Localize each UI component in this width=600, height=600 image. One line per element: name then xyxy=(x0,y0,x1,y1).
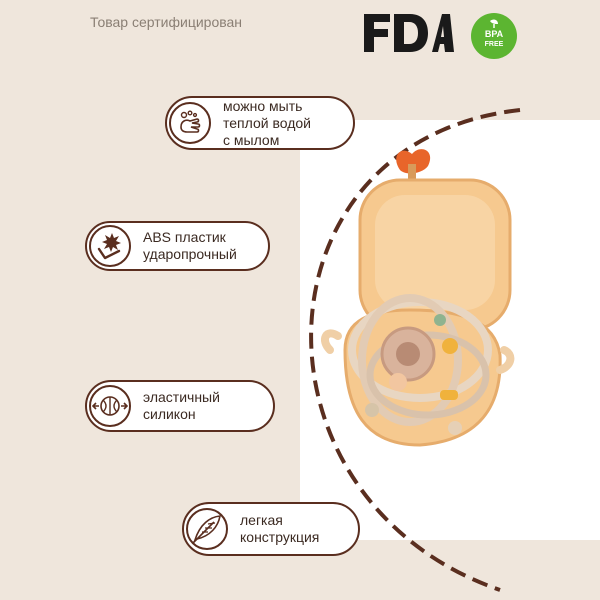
bpa-badge-circle-icon xyxy=(471,13,517,59)
certified-text: Товар сертифицирован xyxy=(90,14,243,30)
bpa-free-badge: BPA FREE xyxy=(470,12,518,60)
feature-washable-line2: теплой водой xyxy=(223,114,311,131)
feature-light-line2: конструкция xyxy=(240,529,320,545)
washing-hands-icon xyxy=(169,102,211,144)
feature-washable-line3: с мылом xyxy=(223,131,280,148)
feature-abs-line1: ABS пластик xyxy=(143,229,226,245)
teether-case-image xyxy=(320,149,515,447)
feature-elastic-line2: силикон xyxy=(143,406,196,422)
stretch-ball-icon xyxy=(89,385,131,427)
feature-light-line1: легкая xyxy=(240,512,283,528)
feature-abs-plastic: ABS пластик ударопрочный xyxy=(85,221,270,271)
bpa-badge-line1: BPA xyxy=(484,29,504,39)
feature-lightweight: легкая конструкция xyxy=(182,502,360,556)
feather-icon xyxy=(186,508,228,550)
feature-washable-line1: можно мыть xyxy=(223,97,303,114)
feature-elastic-line1: эластичный xyxy=(143,389,220,405)
feature-elastic-silicone: эластичный силикон xyxy=(85,380,275,432)
bpa-badge-line2: FREE xyxy=(484,41,504,48)
fda-logo xyxy=(364,14,454,52)
feature-washable: можно мыть теплой водой с мылом xyxy=(165,96,355,150)
feature-abs-line2: ударопрочный xyxy=(143,246,237,262)
shield-check-icon xyxy=(89,225,131,267)
